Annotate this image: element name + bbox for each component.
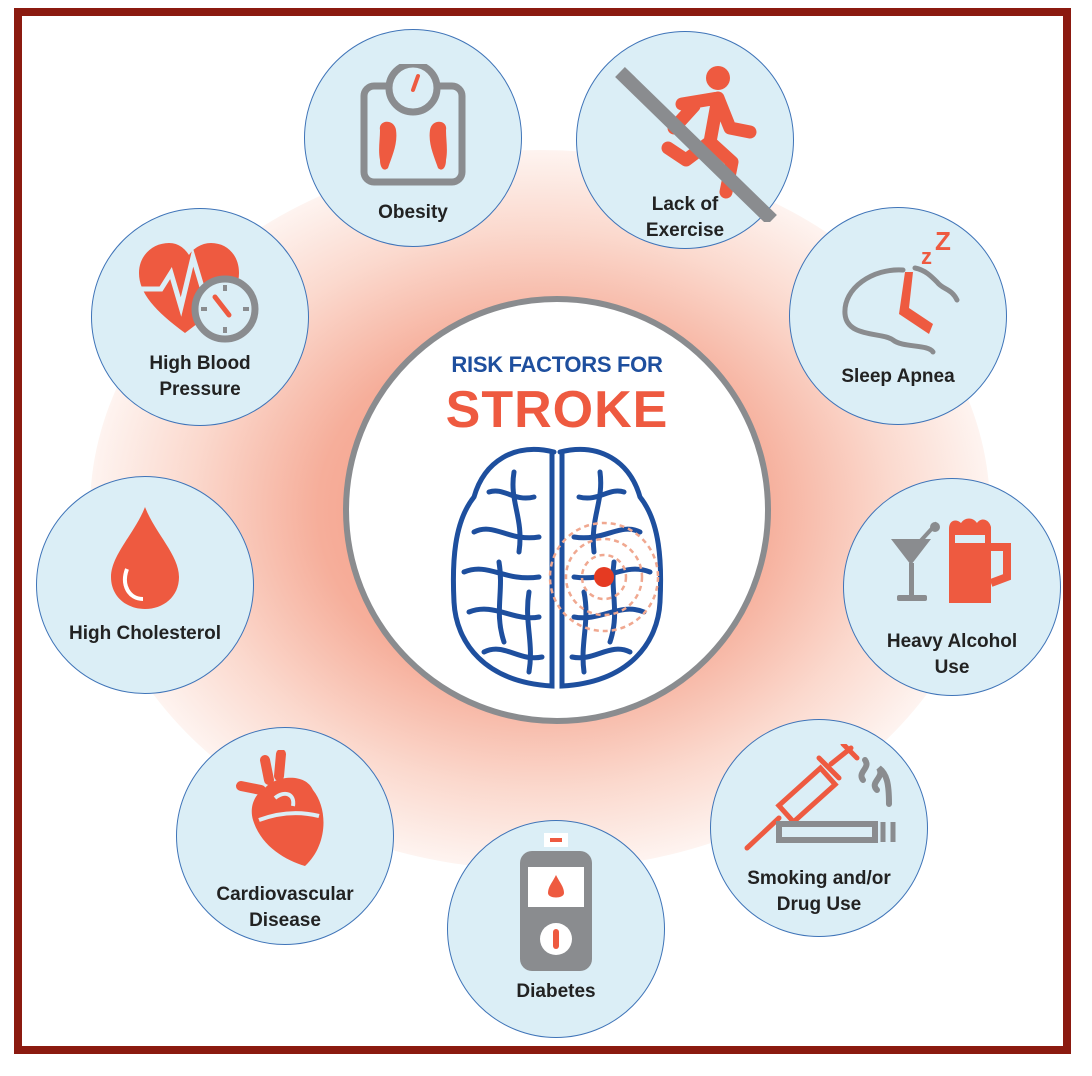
- risk-factor-smoking-drug-use: Smoking and/or Drug Use: [710, 719, 928, 937]
- risk-factor-label: Cardiovascular: [216, 884, 354, 905]
- center-title-circle: RISK FACTORS FOR STROKE: [343, 296, 771, 724]
- risk-factor-label: Obesity: [378, 202, 448, 223]
- risk-factor-label: Heavy Alcohol: [886, 631, 1018, 652]
- risk-factor-label: Smoking and/or: [747, 868, 891, 889]
- risk-factor-label: Use: [934, 657, 970, 678]
- heart-gauge-icon: [139, 243, 259, 343]
- risk-factor-label: Diabetes: [516, 981, 596, 1002]
- risk-factor-label: Lack of: [651, 194, 719, 215]
- risk-factor-sleep-apnea: z Z Sleep Apnea: [789, 207, 1007, 425]
- risk-factor-label: Sleep Apnea: [841, 366, 955, 387]
- no-running-icon: [615, 66, 777, 222]
- brain-icon: [450, 446, 664, 689]
- glucose-meter-icon: [520, 833, 592, 971]
- risk-factor-label: High Blood: [149, 353, 251, 374]
- risk-factor-cardiovascular-disease: Cardiovascular Disease: [176, 727, 394, 945]
- risk-factor-high-blood-pressure: High Blood Pressure: [91, 208, 309, 426]
- title-line-2: STROKE: [445, 381, 669, 439]
- drinks-icon: [891, 518, 1011, 603]
- risk-factor-label: Disease: [249, 910, 321, 931]
- risk-factor-diabetes: Diabetes: [447, 820, 665, 1038]
- scale-icon: [360, 64, 466, 186]
- risk-factor-obesity: Obesity: [304, 29, 522, 247]
- syringe-cigarette-icon: [744, 744, 896, 851]
- svg-text:Z: Z: [935, 228, 951, 256]
- risk-factor-label: High Cholesterol: [68, 623, 221, 644]
- title-line-1: RISK FACTORS FOR: [451, 352, 663, 377]
- svg-text:z: z: [921, 244, 932, 269]
- risk-factor-label: Exercise: [645, 220, 725, 241]
- risk-factor-label: Pressure: [159, 379, 241, 400]
- risk-factor-heavy-alcohol-use: Heavy Alcohol Use: [843, 478, 1061, 696]
- blood-drop-icon: [111, 507, 179, 609]
- risk-factor-label: Drug Use: [776, 894, 862, 915]
- risk-factor-lack-of-exercise: Lack of Exercise: [576, 31, 794, 249]
- risk-factor-high-cholesterol: High Cholesterol: [36, 476, 254, 694]
- heart-organ-icon: [236, 750, 324, 866]
- sleeping-head-icon: z Z: [842, 228, 960, 355]
